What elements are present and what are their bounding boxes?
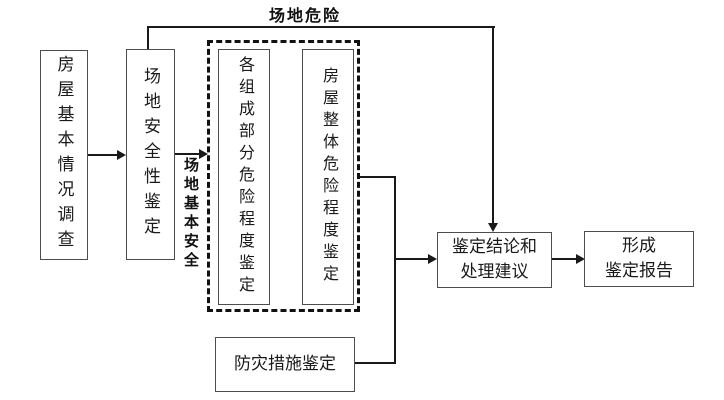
box-disaster-prevention-appraisal: 防灾措施鉴定	[215, 337, 355, 392]
arrowhead-into-conclusion-left	[428, 254, 437, 264]
box-house-basic-survey: 房屋基本情况调查	[40, 50, 88, 260]
arrowhead-into-danger-group	[199, 149, 208, 159]
connector-site-safety-top-up	[147, 26, 149, 50]
connector-survey-to-site-safety	[88, 154, 119, 156]
connector-merge-vertical	[394, 176, 396, 364]
arrowhead-into-report	[576, 254, 585, 264]
arrowhead-into-conclusion-top	[488, 223, 498, 232]
connector-danger-group-out	[360, 176, 396, 178]
connector-disaster-out	[355, 362, 396, 364]
box-overall-danger-appraisal: 房屋整体危险程度鉴定	[302, 49, 354, 305]
box-house-basic-survey-label: 房屋基本情况调查	[54, 55, 74, 255]
box-overall-danger-appraisal-label: 房屋整体危险程度鉴定	[320, 67, 337, 287]
connector-site-safety-to-danger-group	[175, 153, 201, 155]
report-line2: 鉴定报告	[605, 261, 673, 280]
box-component-danger-appraisal: 各组成部分危险程度鉴定	[218, 49, 270, 305]
dashed-group-danger-appraisal	[207, 40, 360, 312]
box-site-safety-appraisal: 场地安全性鉴定	[126, 49, 175, 260]
report-line1: 形成	[622, 236, 656, 256]
connector-conclusion-to-report	[552, 258, 577, 260]
connector-merge-to-conclusion	[396, 258, 429, 260]
box-component-danger-appraisal-label: 各组成部分危险程度鉴定	[236, 56, 253, 298]
arrowhead-into-site-safety	[117, 150, 126, 160]
label-site-danger: 场地危险	[268, 8, 341, 25]
label-site-basic-safety: 场地基本安全	[182, 157, 198, 271]
connector-site-danger-down	[492, 26, 494, 224]
conclusion-line1: 鉴定结论和	[452, 237, 537, 257]
connector-site-danger-horizontal	[147, 26, 495, 28]
conclusion-line2: 处理建议	[460, 262, 529, 281]
box-form-appraisal-report-label: 形成 鉴定报告	[605, 234, 673, 283]
box-conclusion-and-suggestion-label: 鉴定结论和 处理建议	[452, 235, 537, 284]
box-disaster-prevention-appraisal-label: 防灾措施鉴定	[234, 354, 336, 374]
box-site-safety-appraisal-label: 场地安全性鉴定	[141, 67, 160, 242]
box-form-appraisal-report: 形成 鉴定报告	[584, 231, 694, 287]
box-conclusion-and-suggestion: 鉴定结论和 处理建议	[437, 232, 552, 288]
